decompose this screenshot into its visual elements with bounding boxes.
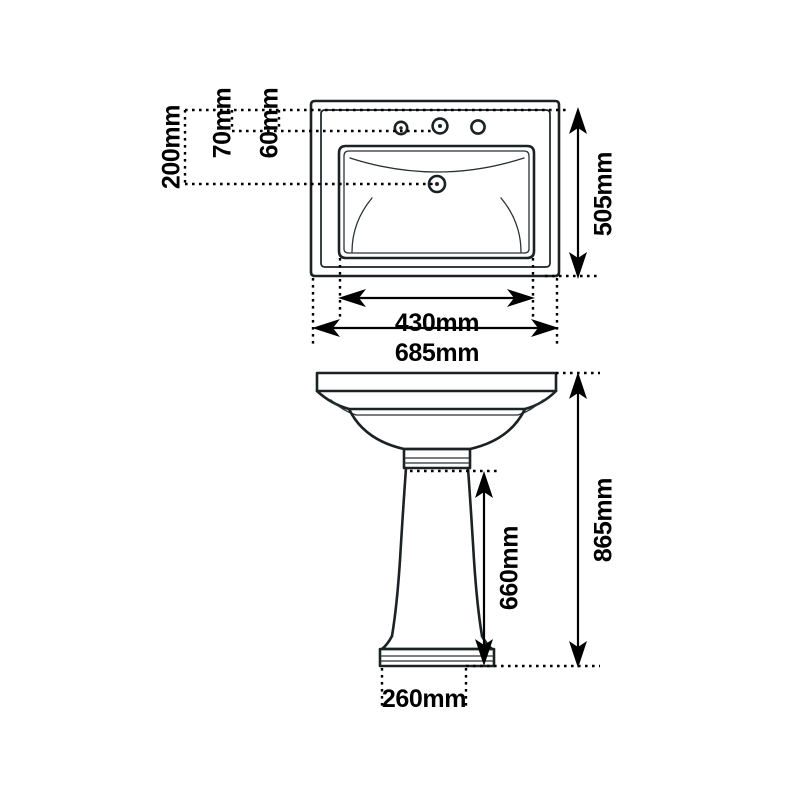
basin-underside-flare (315, 389, 558, 411)
bowl-right-sweep-curve (500, 197, 522, 253)
dim-430mm-label: 430mm (395, 309, 479, 337)
dim-260mm: 260mm (382, 685, 467, 713)
front-view: 865mm 660mm 260mm (315, 371, 618, 713)
dim-505mm: 505mm (569, 107, 618, 279)
basin-outer-rim (309, 99, 561, 278)
top-view: 200mm 70mm 60mm 505mm 430mm 685mm (158, 88, 618, 367)
basin-bowl-outline (337, 144, 536, 260)
basin-counter-slab (315, 371, 558, 393)
dim-865mm-label: 865mm (590, 478, 618, 562)
dim-685mm: 685mm (312, 319, 559, 367)
bowl-back-shelf-curve (349, 157, 525, 173)
dim-70mm-label: 70mm (209, 88, 237, 159)
dim-660mm: 660mm (475, 471, 524, 666)
dim-685mm-label: 685mm (395, 339, 479, 367)
dim-505mm-label: 505mm (590, 152, 618, 236)
waste-outlet-hole (427, 174, 447, 194)
tap-hole-right (470, 119, 486, 135)
bowl-left-sweep-curve (351, 197, 373, 253)
pedestal-collar (402, 447, 472, 470)
pedestal-base-block (378, 647, 496, 668)
pedestal-foot-flare (380, 634, 494, 651)
tap-hole-center (431, 117, 449, 135)
dim-60mm-label: 60mm (256, 88, 284, 159)
basin-underside-flare-line (330, 399, 544, 416)
pedestal-column-right (466, 466, 484, 638)
basin-bowl-inner-lip (343, 150, 530, 254)
dim-660mm-label: 660mm (496, 526, 524, 610)
dim-260mm-label: 260mm (382, 685, 466, 713)
dim-200mm-label: 200mm (158, 105, 186, 189)
dim-865mm: 865mm (569, 372, 618, 668)
basin-inner-rim (320, 109, 551, 268)
dim-430mm: 430mm (338, 289, 535, 337)
tap-hole-left (393, 120, 409, 136)
pedestal-column-left (390, 466, 408, 638)
